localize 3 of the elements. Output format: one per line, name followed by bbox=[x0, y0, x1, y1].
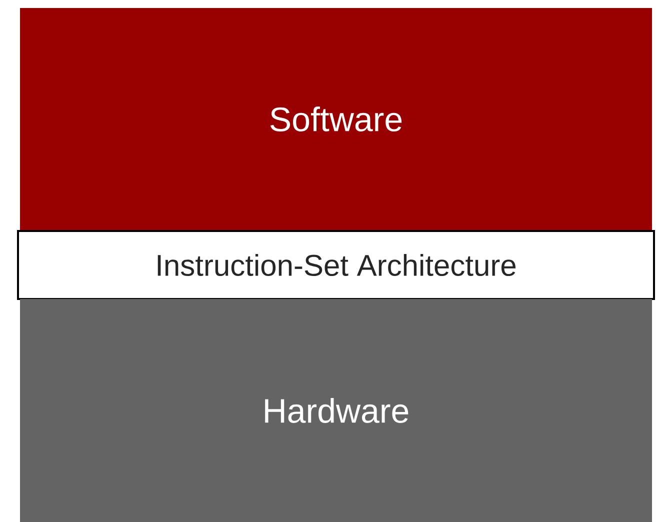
architecture-layer: Instruction-Set Architecture bbox=[17, 230, 655, 300]
software-layer: Software bbox=[20, 8, 652, 230]
hardware-layer: Hardware bbox=[20, 299, 652, 522]
